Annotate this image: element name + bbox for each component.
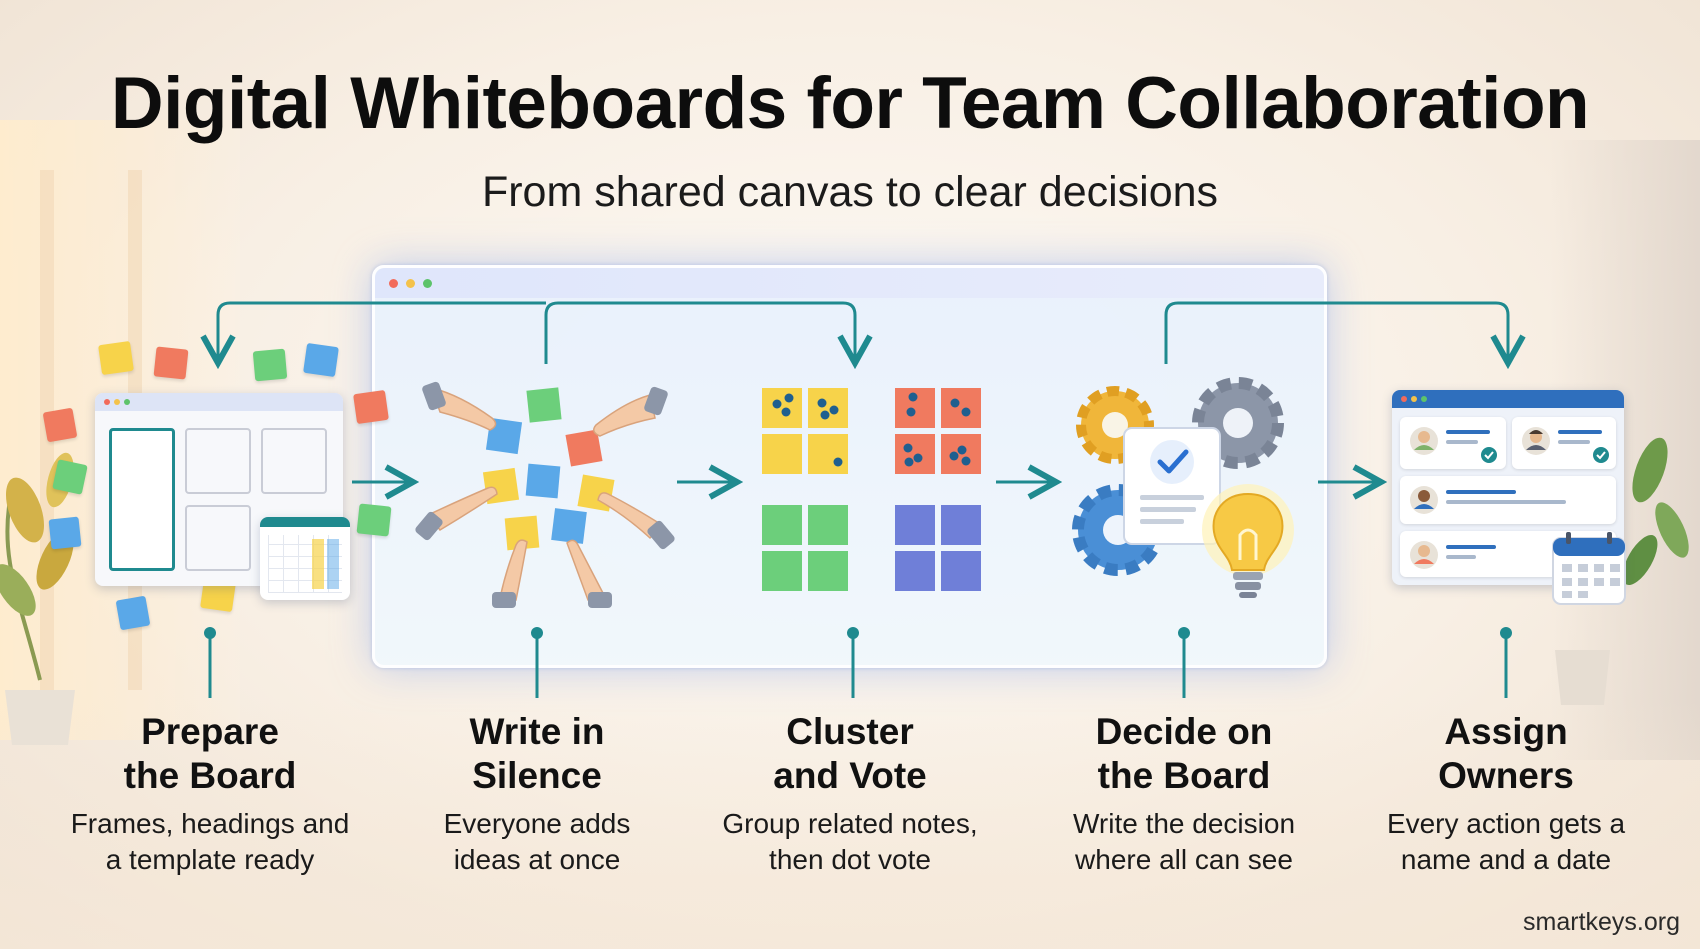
- check-icon: [1481, 447, 1609, 463]
- page-subtitle: From shared canvas to clear decisions: [481, 168, 1219, 216]
- window-maximize-dot: [423, 279, 432, 288]
- step-description: Every action gets a name and a date: [1386, 808, 1626, 875]
- stem-dot: [847, 627, 859, 639]
- stem-dot: [204, 627, 216, 639]
- connector-decide-to-assign: [1164, 301, 1508, 364]
- stem-dot: [1178, 627, 1190, 639]
- step-write: Write in Silence Everyone adds ideas at …: [392, 710, 682, 878]
- step-title: Cluster and Vote: [773, 711, 927, 796]
- step-title: Decide on the Board: [1095, 711, 1273, 796]
- step-description: Group related notes, then dot vote: [722, 808, 978, 875]
- window-close-dot: [389, 279, 398, 288]
- connector-top-to-prepare: [218, 301, 546, 360]
- step-description: Write the decision where all can see: [1072, 808, 1296, 875]
- canvas-titlebar: [375, 268, 1324, 298]
- page-title: Digital Whiteboards for Team Collaborati…: [110, 63, 1590, 144]
- brand-watermark: smartkeys.org: [1523, 908, 1680, 936]
- window-minimize-dot: [406, 279, 415, 288]
- connector-write-to-cluster: [544, 301, 855, 364]
- step-description: Everyone adds ideas at once: [443, 808, 631, 875]
- left-plant: [0, 452, 75, 745]
- calendar-icon: [1552, 532, 1626, 605]
- avatar: [1410, 427, 1550, 569]
- step-title: Prepare the Board: [123, 711, 297, 796]
- stem-dot: [531, 627, 543, 639]
- right-plant: [1555, 437, 1689, 705]
- step-title: Assign Owners: [1438, 711, 1574, 796]
- step-title: Write in Silence: [469, 711, 605, 796]
- step-assign: Assign Owners Every action gets a name a…: [1356, 710, 1656, 878]
- stem-dot: [1500, 627, 1512, 639]
- step-prepare: Prepare the Board Frames, headings and a…: [45, 710, 375, 878]
- background-floor: [0, 699, 1700, 949]
- step-cluster: Cluster and Vote Group related notes, th…: [690, 710, 1010, 878]
- step-description: Frames, headings and a template ready: [70, 808, 350, 875]
- step-decide: Decide on the Board Write the decision w…: [1034, 710, 1334, 878]
